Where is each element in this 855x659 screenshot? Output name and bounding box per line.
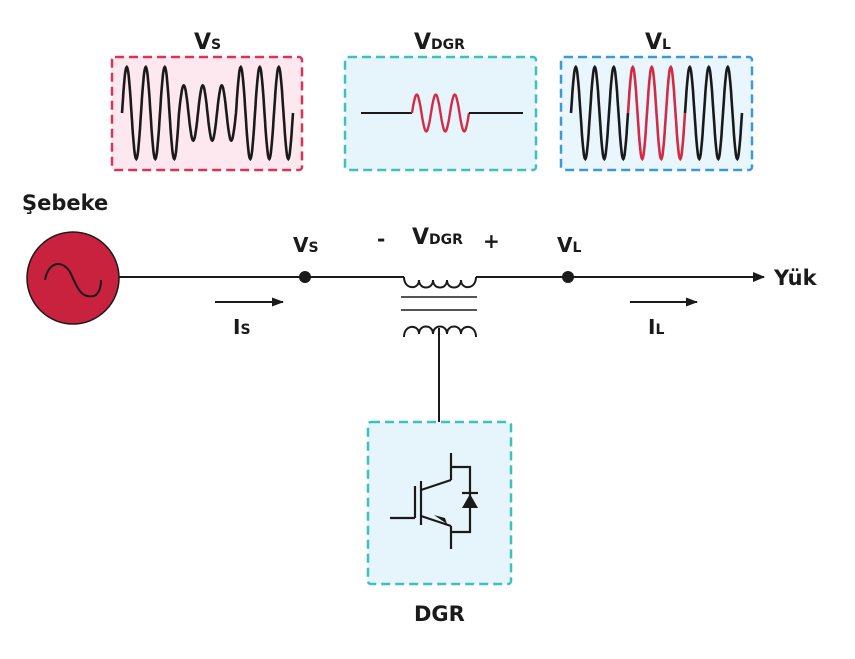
diode-icon (462, 494, 478, 508)
polarity-plus: + (483, 229, 500, 253)
primary-winding (403, 276, 477, 289)
igbt-emitter-arrow (434, 515, 447, 524)
current-is-label: IS (233, 315, 251, 339)
vdgr-panel-title: VDGR (414, 30, 465, 55)
node-vs-dot (299, 271, 311, 283)
vdgr-waveform (410, 93, 471, 133)
vs-panel-title: VS (194, 30, 221, 55)
vdgr-panel: VDGR (343, 30, 538, 172)
device-label: DGR (414, 602, 465, 626)
secondary-winding (403, 325, 477, 338)
vl-waveform-compensated (626, 64, 687, 162)
sine-icon (44, 263, 102, 298)
polarity-minus: - (377, 227, 385, 251)
dgr-box (366, 420, 513, 586)
vs-waveform (120, 64, 295, 162)
current-il-label: IL (648, 315, 664, 339)
source-label: Şebeke (22, 191, 108, 215)
node-vl-dot (562, 271, 574, 283)
load-label: Yük (773, 266, 818, 290)
vl-panel: VL (559, 30, 754, 172)
node-vl-label: VL (557, 233, 581, 257)
series-transformer (401, 276, 477, 422)
vs-panel: VS (110, 30, 304, 172)
node-vs-label: VS (293, 233, 319, 257)
transformer-label: VDGR (412, 225, 463, 250)
vl-waveform-normal-end (683, 64, 744, 162)
vl-waveform-normal-start (569, 64, 630, 162)
ac-source (26, 231, 120, 325)
vl-panel-title: VL (645, 30, 671, 55)
